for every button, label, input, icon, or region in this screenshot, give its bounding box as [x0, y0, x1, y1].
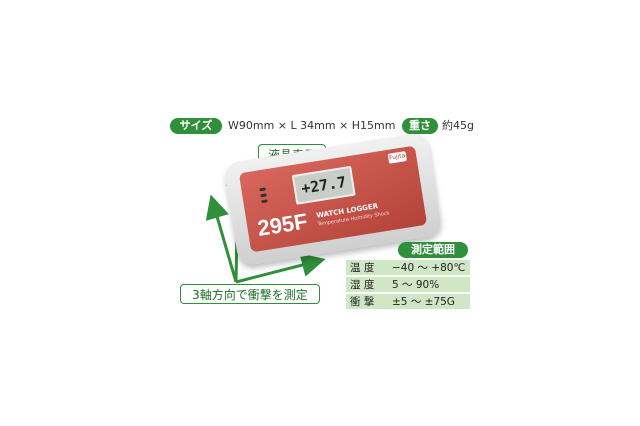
indicator-led [259, 187, 266, 192]
row-label: 湿 度 [346, 275, 388, 293]
size-label-pill: サイズ [170, 118, 222, 134]
indicator-led [261, 199, 268, 204]
weight-label-pill: 重さ [402, 118, 438, 134]
measure-table-title: 測定範囲 [398, 242, 468, 258]
size-value: W90mm × L 34mm × H15mm [228, 119, 396, 132]
row-label: 衝 撃 [346, 292, 388, 309]
axis-arrow-x [235, 253, 326, 284]
axis-callout: 3軸方向で衝撃を測定 [180, 284, 320, 304]
row-value: ±5 〜 ±75G [388, 292, 470, 309]
row-value: −40 〜 +80℃ [392, 262, 466, 274]
measure-table: 温 度 −40 〜 +80℃ 湿 度 5 〜 90% 衝 撃 ±5 〜 ±75G [346, 260, 470, 309]
table-row: 温 度 −40 〜 +80℃ [346, 260, 470, 276]
indicator-led [260, 193, 267, 198]
axis-arrow-y [205, 194, 238, 283]
table-row: 衝 撃 ±5 〜 ±75G [346, 292, 470, 309]
table-row: 湿 度 5 〜 90% [346, 275, 470, 293]
model-number: 295F [255, 208, 310, 241]
row-label: 温 度 [350, 262, 375, 274]
lcd-display: +27.7 [291, 165, 356, 205]
row-value: 5 〜 90% [388, 275, 470, 293]
brand-logo: Fujita [387, 151, 407, 164]
weight-value: 約45g [442, 119, 474, 132]
